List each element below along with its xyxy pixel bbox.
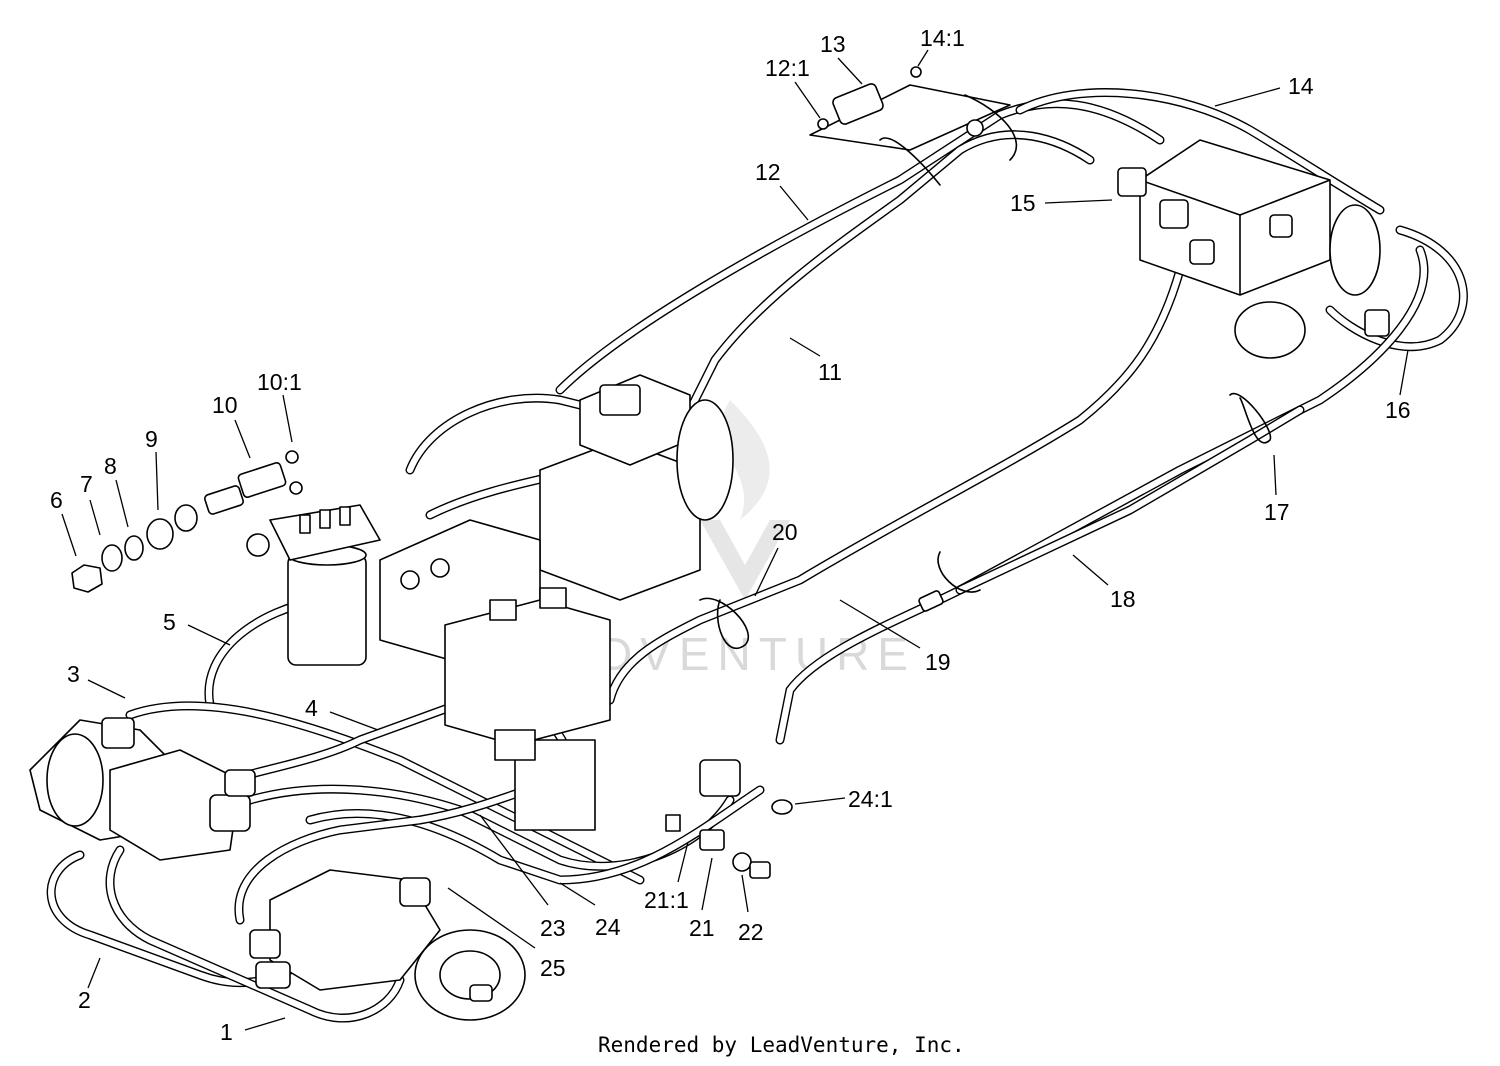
svg-text:22: 22 <box>738 919 764 945</box>
callout-17: 17 <box>1264 454 1290 525</box>
callout-22: 22 <box>738 874 764 945</box>
callout-2: 2 <box>78 957 101 1013</box>
svg-text:12:1: 12:1 <box>765 55 810 81</box>
svg-text:4: 4 <box>305 695 318 721</box>
callout-labels: 1 2 3 4 5 6 7 8 <box>50 25 1411 1045</box>
svg-text:3: 3 <box>67 661 80 687</box>
svg-text:15: 15 <box>1010 190 1036 216</box>
svg-text:11: 11 <box>818 359 842 385</box>
svg-text:20: 20 <box>772 519 798 545</box>
svg-text:9: 9 <box>145 426 158 452</box>
svg-text:24:1: 24:1 <box>848 786 893 812</box>
svg-text:24: 24 <box>595 914 621 940</box>
svg-text:21: 21 <box>689 915 715 941</box>
callout-10-1: 10:1 <box>257 369 302 443</box>
fitting-stack <box>71 450 303 593</box>
svg-text:17: 17 <box>1264 499 1290 525</box>
callout-16: 16 <box>1385 349 1411 423</box>
svg-text:8: 8 <box>104 453 117 479</box>
svg-text:14: 14 <box>1288 73 1314 99</box>
callout-3: 3 <box>67 661 126 699</box>
callout-23: 23 <box>479 814 566 941</box>
callout-10: 10 <box>212 392 251 459</box>
callout-8: 8 <box>104 453 129 528</box>
components <box>29 66 1390 1021</box>
callout-19: 19 <box>839 599 951 675</box>
callout-6: 6 <box>50 487 77 557</box>
left-wheel-motor <box>29 717 256 861</box>
callout-25: 25 <box>447 887 566 981</box>
right-wheel-motor <box>249 869 526 1021</box>
callout-18: 18 <box>1072 554 1136 612</box>
callout-1: 1 <box>220 1017 286 1045</box>
svg-text:13: 13 <box>820 31 846 57</box>
svg-text:25: 25 <box>540 955 566 981</box>
svg-text:2: 2 <box>78 987 91 1013</box>
main-pump <box>539 374 734 601</box>
control-valve-block <box>379 519 611 831</box>
svg-text:16: 16 <box>1385 397 1411 423</box>
callout-21-1: 21:1 <box>644 841 689 913</box>
callout-13: 13 <box>820 31 863 85</box>
callout-7: 7 <box>80 471 101 536</box>
callout-12: 12 <box>755 159 809 221</box>
svg-text:1: 1 <box>220 1019 233 1045</box>
svg-text:12: 12 <box>755 159 781 185</box>
footer-credit: Rendered by LeadVenture, Inc. <box>598 1033 965 1057</box>
callout-14-1: 14:1 <box>917 25 965 67</box>
callout-12-1: 12:1 <box>765 55 821 119</box>
callout-14: 14 <box>1214 73 1314 107</box>
svg-text:10:1: 10:1 <box>257 369 302 395</box>
svg-text:10: 10 <box>212 392 238 418</box>
callout-4: 4 <box>305 695 379 731</box>
svg-text:23: 23 <box>540 915 566 941</box>
callout-20: 20 <box>754 519 798 597</box>
svg-text:5: 5 <box>163 609 176 635</box>
callout-24: 24 <box>559 882 621 940</box>
clamps <box>699 392 1272 649</box>
callout-24-1: 24:1 <box>794 786 893 812</box>
svg-text:14:1: 14:1 <box>920 25 965 51</box>
test-port-fittings <box>665 759 793 879</box>
callout-9: 9 <box>145 426 159 511</box>
filter-assembly <box>246 504 381 666</box>
top-bracket <box>809 66 1018 186</box>
right-valve-block <box>1117 139 1390 359</box>
callout-21: 21 <box>689 857 715 941</box>
svg-text:21:1: 21:1 <box>644 887 689 913</box>
callout-15: 15 <box>1010 190 1113 216</box>
svg-text:18: 18 <box>1110 586 1136 612</box>
svg-text:19: 19 <box>925 649 951 675</box>
callout-11: 11 <box>789 337 842 385</box>
callout-5: 5 <box>163 609 231 646</box>
svg-text:7: 7 <box>80 471 93 497</box>
svg-text:6: 6 <box>50 487 63 513</box>
